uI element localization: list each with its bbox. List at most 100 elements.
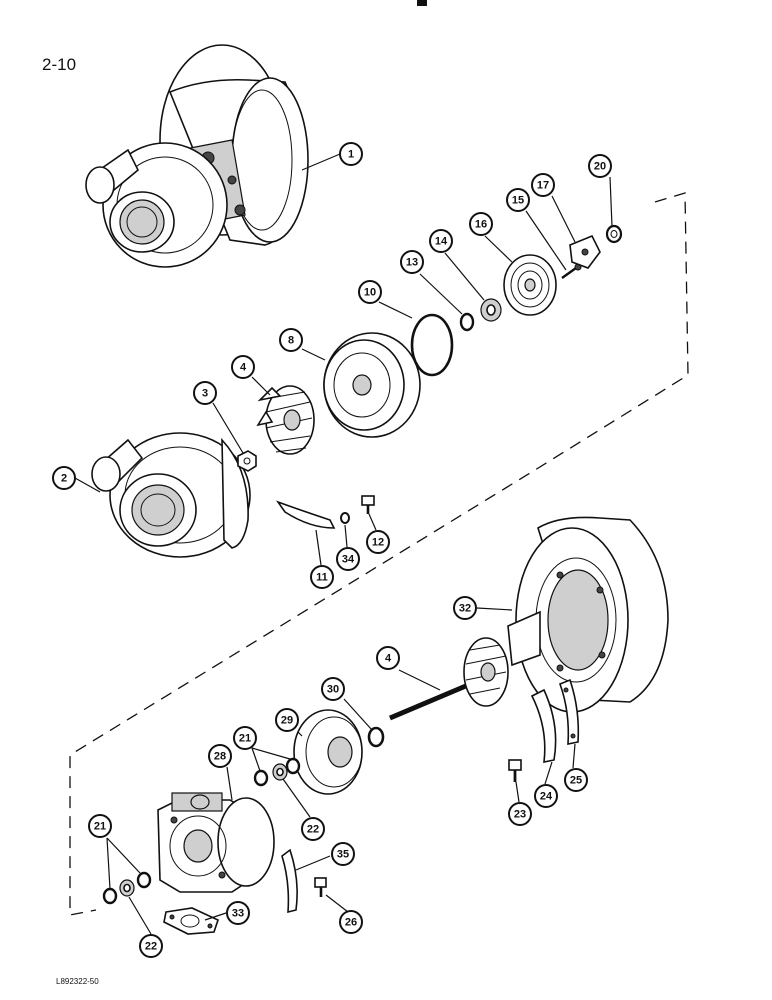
thrust-collar-drawing	[480, 298, 502, 322]
ring-13-drawing	[459, 312, 475, 332]
callout-c28: 28	[208, 744, 232, 768]
thrust-bearing-drawing	[503, 254, 557, 316]
callout-c23: 23	[508, 802, 532, 826]
callout-number: 4	[240, 362, 247, 374]
callout-circle	[275, 708, 299, 732]
callout-c22a: 22	[301, 817, 325, 841]
callout-c1: 1	[339, 142, 363, 166]
callout-circle	[366, 530, 390, 554]
callout-circle	[339, 142, 363, 166]
washer-20-drawing	[605, 224, 623, 244]
bracket-25-drawing	[558, 678, 580, 745]
callout-circle	[208, 744, 232, 768]
callouts: 1234810131416151720113412324302928212221…	[52, 142, 612, 958]
callout-number: 10	[364, 287, 376, 299]
callout-number: 26	[345, 917, 357, 929]
o-ring-drawing	[410, 313, 454, 377]
callout-number: 35	[337, 849, 349, 861]
callout-number: 21	[94, 821, 106, 833]
callout-circle	[508, 802, 532, 826]
callout-c3: 3	[193, 381, 217, 405]
callout-circle	[469, 212, 493, 236]
callout-circle	[301, 817, 325, 841]
callout-c8: 8	[279, 328, 303, 352]
callout-number: 1	[348, 149, 354, 161]
callout-circle	[226, 901, 250, 925]
bracket-24-drawing	[530, 688, 557, 764]
callout-circle	[331, 842, 355, 866]
callout-circle	[534, 784, 558, 808]
turbine-wheel-shaft-drawing	[389, 637, 509, 721]
callout-c25: 25	[564, 768, 588, 792]
callout-number: 32	[459, 603, 471, 615]
callout-circle	[231, 355, 255, 379]
nut-drawing	[237, 450, 257, 472]
piston-ring-30-drawing	[367, 726, 385, 748]
bracket-11-drawing	[275, 500, 336, 529]
compressor-wheel-drawing	[256, 385, 315, 455]
callout-circle	[233, 726, 257, 750]
callout-number: 23	[514, 809, 526, 821]
callout-c30: 30	[321, 677, 345, 701]
callout-number: 33	[232, 908, 244, 920]
callout-circle	[564, 768, 588, 792]
turbocharger-assembly-drawing	[85, 44, 309, 268]
heat-shield-drawing	[293, 709, 363, 795]
callout-c35: 35	[331, 842, 355, 866]
callout-number: 15	[512, 195, 524, 207]
bracket-35-drawing	[281, 848, 298, 914]
callout-number: 25	[570, 775, 582, 787]
backplate-drawing	[323, 332, 421, 438]
callout-number: 11	[316, 572, 328, 584]
callout-number: 12	[372, 537, 384, 549]
bolt-26-drawing	[314, 877, 327, 897]
callout-circle	[88, 814, 112, 838]
callout-number: 29	[281, 715, 293, 727]
callout-c12: 12	[366, 530, 390, 554]
callout-number: 17	[537, 180, 549, 192]
bolt-12-drawing	[361, 495, 375, 514]
callout-circle	[376, 646, 400, 670]
callout-c4a: 4	[231, 355, 255, 379]
callout-number: 8	[288, 335, 294, 347]
callout-circle	[279, 328, 303, 352]
callout-c4b: 4	[376, 646, 400, 670]
top-edge-mark	[417, 0, 427, 6]
callout-c24: 24	[534, 784, 558, 808]
callout-number: 24	[540, 791, 553, 803]
figure-code: L892322-50	[56, 977, 99, 986]
callout-circle	[193, 381, 217, 405]
callout-circle	[400, 250, 424, 274]
callout-c32: 32	[453, 596, 477, 620]
callout-number: 28	[214, 751, 226, 763]
callout-circle	[531, 173, 555, 197]
callout-number: 22	[307, 824, 319, 836]
leader-lines	[74, 153, 613, 935]
callout-circle	[506, 188, 530, 212]
callout-number: 13	[406, 257, 418, 269]
assembly-dashed-line	[69, 192, 689, 916]
center-housing-drawing	[157, 792, 275, 893]
callout-c33: 33	[226, 901, 250, 925]
lock-washer-34-drawing	[340, 512, 350, 524]
callout-c2: 2	[52, 466, 76, 490]
callout-number: 4	[385, 653, 392, 665]
page-number: 2-10	[42, 55, 77, 74]
callout-circle	[336, 547, 360, 571]
callout-c29: 29	[275, 708, 299, 732]
callout-c17: 17	[531, 173, 555, 197]
callout-c20: 20	[588, 154, 612, 178]
callout-c16: 16	[469, 212, 493, 236]
callout-c21a: 21	[233, 726, 257, 750]
callout-circle	[429, 229, 453, 253]
callout-circle	[321, 677, 345, 701]
callout-circle	[358, 280, 382, 304]
callout-circle	[52, 466, 76, 490]
callout-number: 3	[202, 388, 208, 400]
callout-c26: 26	[339, 910, 363, 934]
callout-circle	[310, 565, 334, 589]
rings-bearing-upper-drawing	[253, 757, 301, 787]
callout-number: 20	[594, 161, 606, 173]
screw-15-drawing	[561, 263, 582, 279]
